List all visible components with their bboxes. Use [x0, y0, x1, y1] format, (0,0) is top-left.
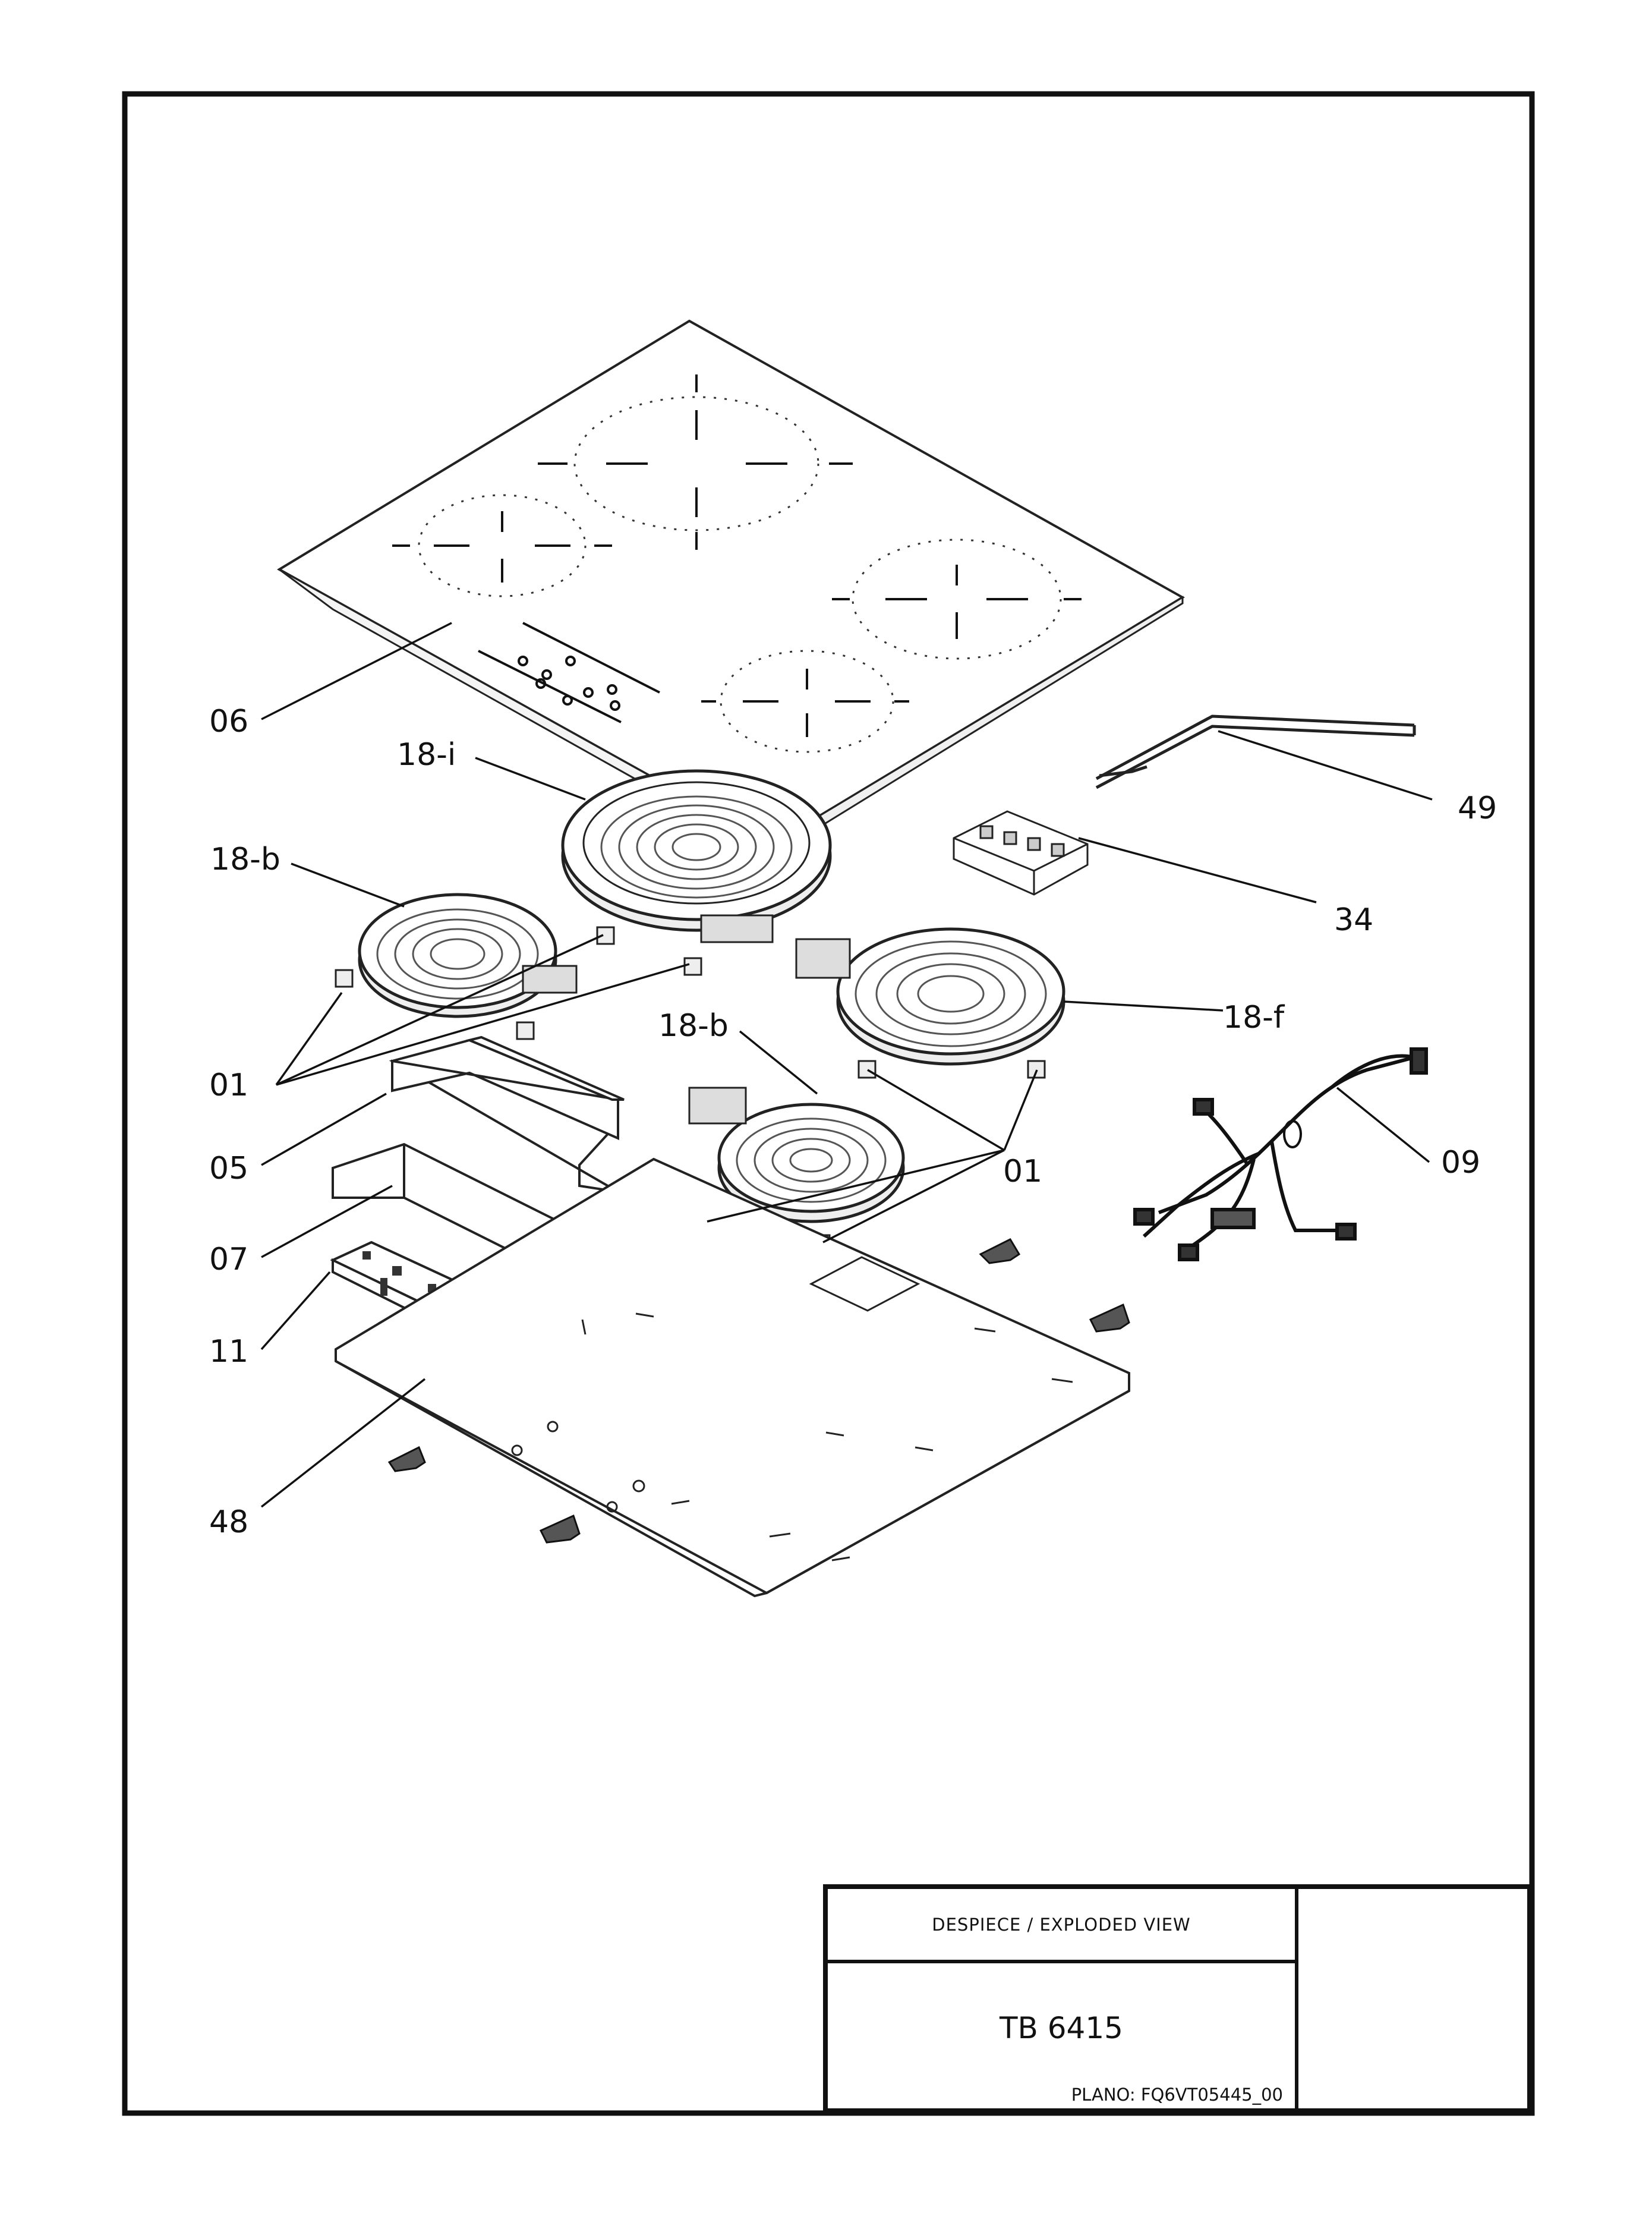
title-block: DESPIECE / EXPLODED VIEW TB 6415 PLANO: …: [823, 1884, 1532, 2113]
model-cell: TB 6415 PLANO: FQ6VT05445_00: [828, 1963, 1298, 2113]
callout-01-left: 01: [209, 1068, 249, 1103]
drawing-frame: [122, 91, 1535, 2116]
callout-11: 11: [209, 1334, 249, 1369]
cable-49: [1095, 714, 1416, 789]
wiring-harness-09: [1133, 1047, 1428, 1261]
callout-48: 48: [209, 1504, 249, 1540]
heater-18-b-left: [358, 893, 578, 1018]
leader-lines: [260, 622, 1433, 1508]
heater-18-i: [561, 769, 832, 943]
mounting-brackets: [387, 1238, 1130, 1544]
heater-18-f: [795, 927, 1065, 1066]
callout-18-b-top: 18-b: [210, 842, 280, 877]
view-title: DESPIECE / EXPLODED VIEW: [828, 1889, 1298, 1963]
callout-18-f: 18-f: [1223, 1000, 1285, 1035]
plano-code: PLANO: FQ6VT05445_00: [1071, 2085, 1283, 2105]
terminal-block-34: [953, 810, 1089, 896]
callout-06: 06: [209, 704, 249, 739]
callout-01-right: 01: [1003, 1154, 1043, 1189]
callout-34: 34: [1334, 902, 1374, 938]
callout-18-i: 18-i: [397, 737, 456, 773]
model-number: TB 6415: [1000, 2011, 1123, 2045]
base-tray-48: [335, 1157, 1130, 1598]
callout-49: 49: [1458, 791, 1497, 826]
callout-05: 05: [209, 1151, 249, 1186]
callout-18-b-bottom: 18-b: [658, 1008, 729, 1044]
callout-07: 07: [209, 1242, 249, 1277]
callout-09: 09: [1441, 1145, 1481, 1180]
